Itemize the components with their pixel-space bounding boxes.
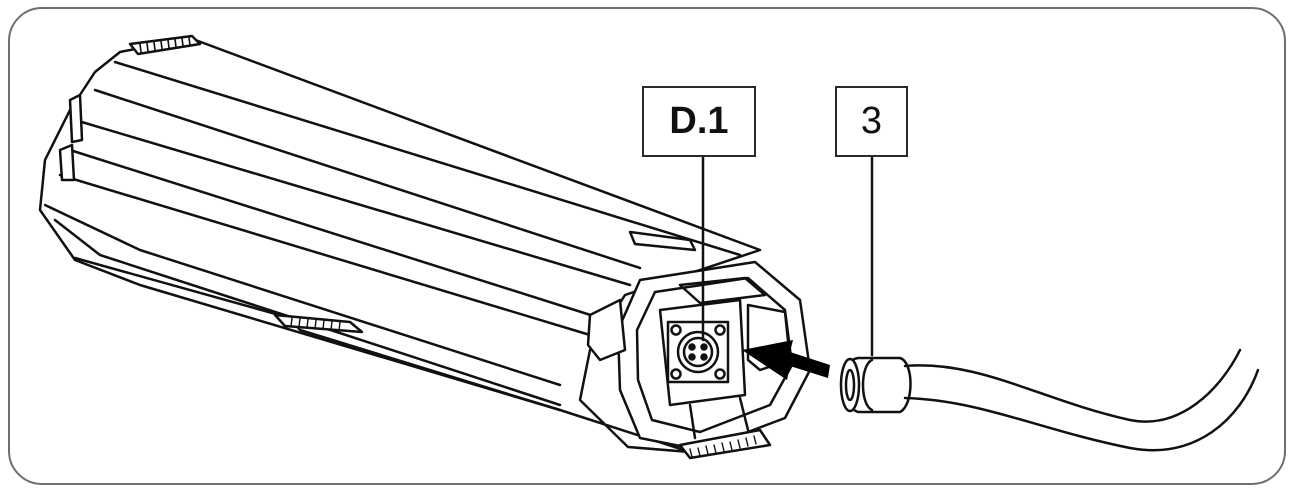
callout-d1: D.1 <box>642 86 756 157</box>
charger-plug <box>839 356 912 414</box>
callout-d1-label: D.1 <box>669 100 729 142</box>
insert-arrow <box>742 340 830 380</box>
charging-socket <box>666 320 730 384</box>
charger-cable <box>903 348 1260 452</box>
callout-3-label: 3 <box>860 100 883 142</box>
callout-3: 3 <box>835 86 908 157</box>
